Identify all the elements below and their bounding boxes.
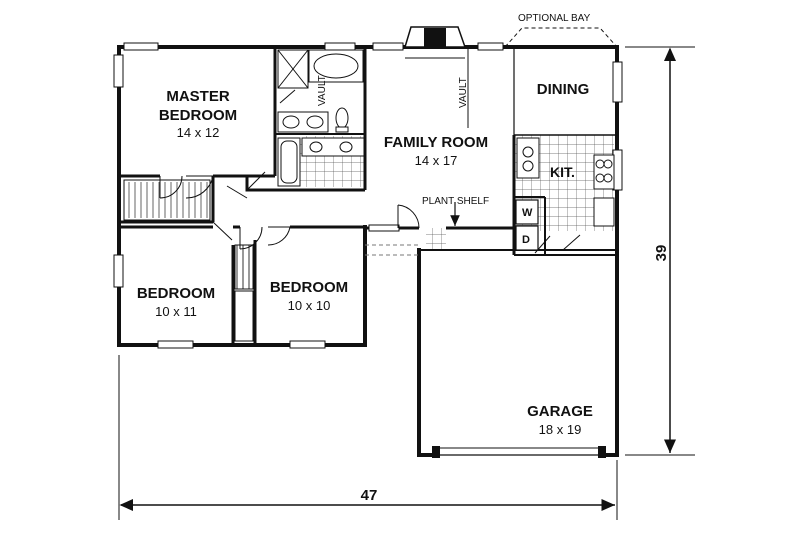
garage-size: 18 x 19 [539,422,582,437]
master-bedroom-size: 14 x 12 [177,125,220,140]
kitchen-label: KIT. [550,164,575,180]
family-vault-label: VAULT [458,77,469,108]
master-bedroom-label-2: BEDROOM [159,107,237,124]
garage-door-stub-left [432,446,440,458]
garage-door-stub-right [598,446,606,458]
linen-closet [234,290,254,342]
doors [159,89,581,254]
optional-bay-outline [504,27,618,48]
dimension-lines [118,46,695,520]
master-closet-rod [126,182,208,218]
entry-tile [426,228,446,250]
dryer-label: D [522,234,530,246]
garage-label: GARAGE [527,403,593,420]
master-bedroom-label-1: MASTER [166,88,230,105]
bedroom-left-label: BEDROOM [137,285,215,302]
windows [113,42,623,349]
interior-walls [119,47,617,345]
laundry-appliances [515,199,539,251]
family-room-size: 14 x 17 [415,153,458,168]
bath-vault-label: VAULT [317,75,328,106]
bath-fixtures [277,49,365,187]
plant-shelf-label: PLANT SHELF [422,196,489,207]
dining-label: DINING [537,81,590,98]
family-room-label: FAMILY ROOM [384,134,488,151]
width-dimension: 47 [361,487,378,504]
fireplace [403,26,467,59]
bedroom-left-size: 10 x 11 [155,304,197,319]
kitchen-counters [516,137,615,227]
bedroom-closet [234,244,254,290]
hall-wall [245,176,275,192]
depth-dimension: 39 [653,245,670,262]
bedroom-mid-size: 10 x 10 [288,298,331,313]
bedroom-mid-label: BEDROOM [270,279,348,296]
optional-bay-label: OPTIONAL BAY [518,13,591,24]
washer-label: W [522,207,533,219]
